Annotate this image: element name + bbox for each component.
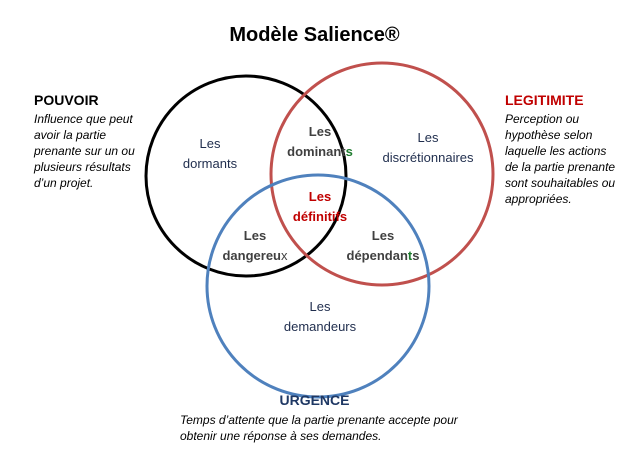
diagram-title: Modèle Salience® <box>229 24 400 46</box>
circle-pouvoir <box>144 74 348 278</box>
pouvoir-heading: POUVOIR <box>34 92 99 108</box>
circle-urgence <box>205 173 431 399</box>
urgence-description: Temps d’attente que la partie prenante a… <box>180 413 458 443</box>
pouvoir-description: Influence que peut avoir la partie prena… <box>34 112 135 190</box>
legitimite-heading: LEGITIMITE <box>505 92 584 108</box>
circle-legitimite <box>269 61 495 287</box>
legitimite-description: Perception ou hypothèse selon laquelle l… <box>505 112 616 206</box>
urgence-heading: URGENCE <box>279 392 350 408</box>
